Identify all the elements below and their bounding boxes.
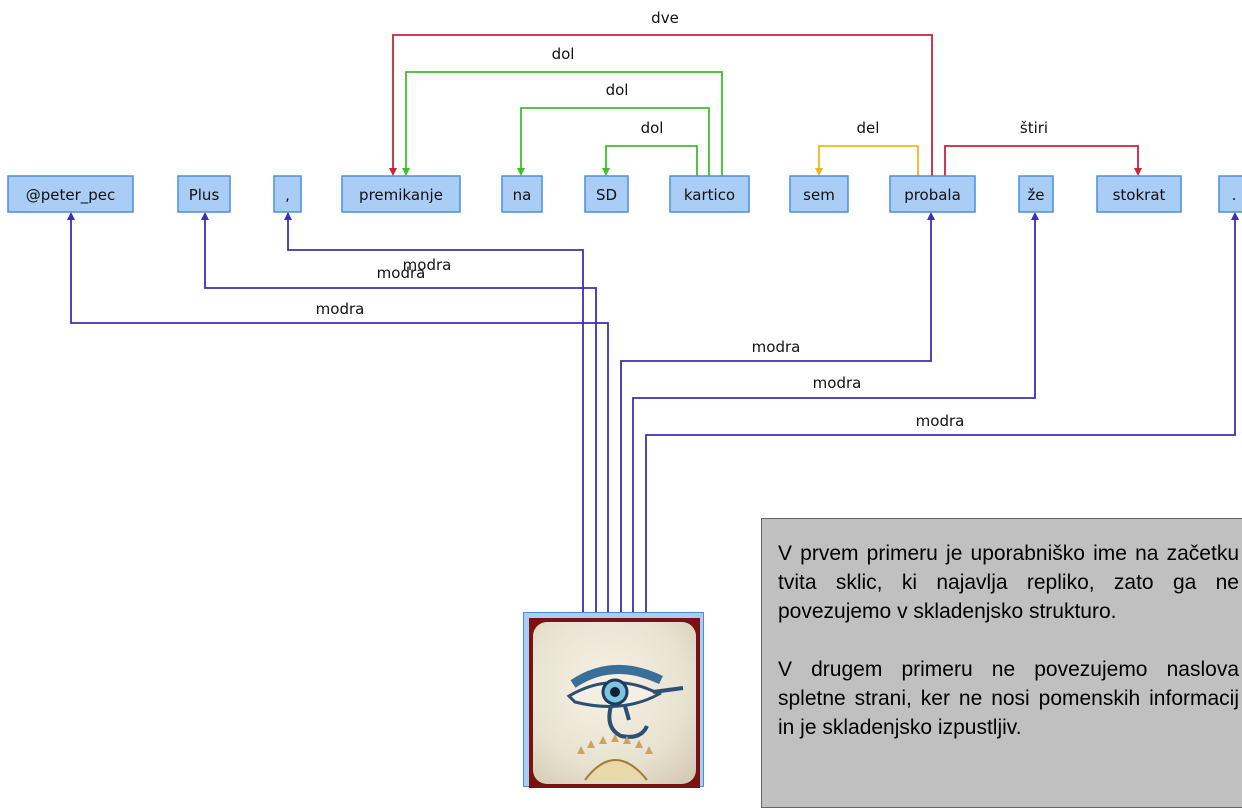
token-box — [177, 175, 231, 213]
token-box — [889, 175, 976, 213]
token-text: premikanje — [359, 186, 443, 204]
token-node[interactable]: . — [1218, 175, 1242, 213]
dependency-arc[interactable] — [284, 212, 584, 612]
dependency-arc[interactable] — [389, 34, 933, 176]
eye-of-horus-icon — [529, 618, 700, 788]
dependency-arc[interactable] — [602, 145, 698, 176]
dependency-arc[interactable] — [402, 71, 723, 176]
arc-label: modra — [403, 256, 452, 274]
arc-line — [70, 218, 609, 612]
arc-line — [392, 34, 933, 176]
arc-line — [645, 218, 1236, 612]
token-box — [1096, 175, 1182, 213]
arc-line — [520, 107, 710, 176]
token-box — [669, 175, 750, 213]
arc-label: dol — [606, 81, 629, 99]
token-text: probala — [904, 186, 961, 204]
token-text: kartico — [684, 186, 735, 204]
explanation-note: V prvem primeru je uporabniško ime na za… — [761, 518, 1242, 808]
token-text: . — [1232, 186, 1237, 204]
dependency-arc[interactable] — [815, 145, 919, 176]
arrowhead-icon — [402, 168, 410, 176]
dependency-diagram: @peter_pec Plus, premikanje na SD kartico sem p… — [7, 9, 1242, 612]
arc-line — [204, 218, 597, 612]
token-text: na — [513, 186, 532, 204]
dependency-arc[interactable] — [67, 212, 609, 612]
note-paragraph-2: V drugem primeru ne povezujemo naslova s… — [778, 658, 1239, 739]
dependency-arc[interactable] — [201, 212, 597, 612]
arc-label: dve — [651, 9, 679, 27]
arrowhead-icon — [1134, 168, 1142, 176]
dependency-arc[interactable] — [944, 145, 1142, 176]
token-text: sem — [803, 186, 835, 204]
token-box — [789, 175, 849, 213]
token-node[interactable]: SD — [584, 175, 629, 213]
arc-line — [287, 218, 584, 612]
dependency-arc[interactable] — [645, 212, 1239, 612]
token-node[interactable]: na — [501, 175, 543, 213]
token-node[interactable]: probala — [889, 175, 976, 213]
arc-label: modra — [916, 412, 965, 430]
arc-label: modra — [377, 264, 426, 282]
dependency-arc[interactable] — [620, 212, 935, 612]
arrowhead-icon — [602, 168, 610, 176]
token-node[interactable]: , — [273, 175, 302, 213]
arc-label: dol — [552, 45, 575, 63]
arc-line — [818, 145, 919, 176]
token-node[interactable]: premikanje — [341, 175, 461, 213]
arrowhead-icon — [284, 212, 292, 220]
token-text: Plus — [189, 186, 220, 204]
arrowhead-icon — [67, 212, 75, 220]
tokens-layer: @peter_pec Plus, premikanje na SD kartico sem p… — [7, 175, 1242, 213]
arrowhead-icon — [389, 168, 397, 176]
arc-line — [605, 145, 698, 176]
arc-line — [620, 218, 932, 612]
arrowhead-icon — [517, 168, 525, 176]
token-node[interactable]: stokrat — [1096, 175, 1182, 213]
token-node[interactable]: kartico — [669, 175, 750, 213]
note-paragraph-1: V prvem primeru je uporabniško ime na za… — [778, 542, 1239, 623]
arrowhead-icon — [927, 212, 935, 220]
token-box — [584, 175, 629, 213]
token-box — [1218, 175, 1242, 213]
token-node[interactable]: sem — [789, 175, 849, 213]
root-node[interactable] — [523, 612, 704, 788]
token-box — [7, 175, 134, 213]
token-box — [1018, 175, 1054, 213]
token-text: @peter_pec — [26, 186, 116, 205]
arcs-layer — [67, 34, 1239, 612]
token-box — [273, 175, 302, 213]
dependency-arc[interactable] — [632, 212, 1039, 612]
arc-line — [405, 71, 723, 176]
token-text: že — [1027, 186, 1044, 204]
token-text: stokrat — [1113, 186, 1166, 204]
arrowhead-icon — [201, 212, 209, 220]
arc-label: dol — [641, 119, 664, 137]
token-box — [501, 175, 543, 213]
arc-line — [632, 218, 1036, 612]
arc-line — [944, 145, 1139, 176]
arc-label: štiri — [1020, 119, 1048, 137]
arrowhead-icon — [815, 168, 823, 176]
token-box — [341, 175, 461, 213]
arc-label: modra — [316, 300, 365, 318]
arc-label: del — [857, 119, 880, 137]
arc-label: modra — [752, 338, 801, 356]
arc-label: modra — [813, 374, 862, 392]
token-text: SD — [596, 186, 617, 204]
arrowhead-icon — [1231, 212, 1239, 220]
token-node[interactable]: že — [1018, 175, 1054, 213]
token-text: , — [285, 186, 290, 204]
token-node[interactable]: Plus — [177, 175, 231, 213]
dependency-arc[interactable] — [517, 107, 710, 176]
arrowhead-icon — [1031, 212, 1039, 220]
token-node[interactable]: @peter_pec — [7, 175, 134, 213]
